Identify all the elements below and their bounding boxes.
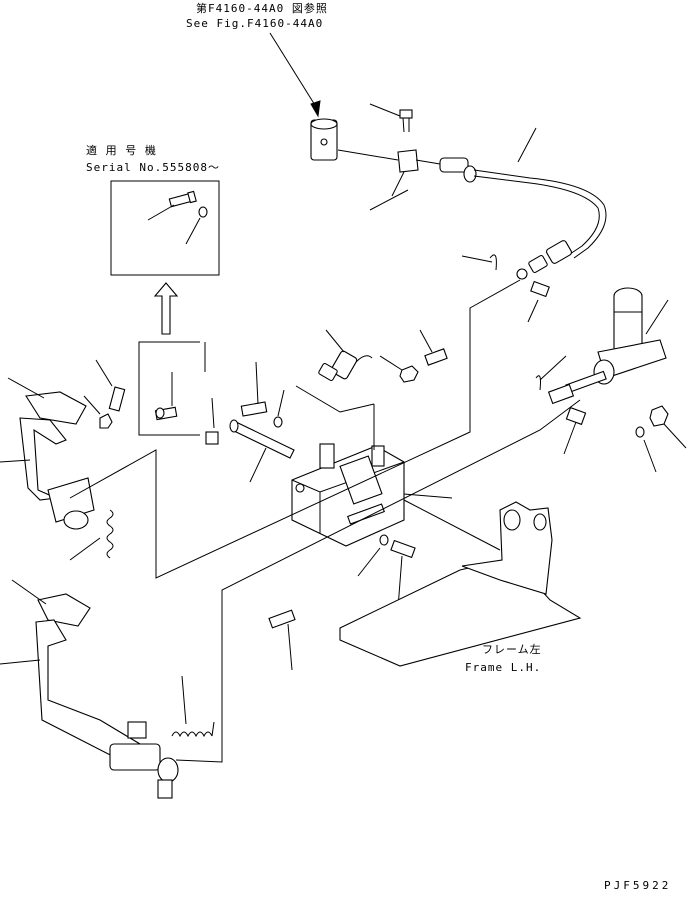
cotter-pin-part — [461, 254, 497, 271]
pedal-bracket-part — [291, 443, 453, 547]
serial-inset-box — [110, 180, 220, 276]
figure-code: PJF5922 — [604, 879, 672, 892]
upgrade-arrow — [153, 282, 179, 335]
frame-lh-part — [339, 499, 582, 667]
leader-lines — [69, 279, 581, 763]
frame-label-jp: フレーム左 — [482, 643, 542, 656]
frame-label-en: Frame L.H. — [465, 661, 542, 674]
pin-part — [369, 103, 413, 133]
washer-part — [635, 426, 657, 473]
cable-clevis-part — [310, 118, 338, 161]
pedal-shaft-part — [229, 419, 295, 483]
shaft-bolt-part — [240, 361, 285, 428]
return-spring-upper — [69, 509, 114, 561]
stopper-bolt-part — [83, 359, 126, 429]
bolt-part — [419, 329, 448, 366]
master-cylinder-part — [565, 287, 669, 394]
serial-applicability-en: Serial No.555808～ — [86, 161, 220, 174]
reference-arrow — [269, 32, 321, 118]
clevis-pin-part — [527, 280, 550, 323]
upper-pedal-part — [0, 377, 95, 530]
return-spring-lower — [171, 675, 215, 738]
lower-pedal-part — [0, 579, 179, 799]
serial-applicability-jp: 適 用 号 機 — [86, 144, 157, 157]
reference-note-jp: 第F4160-44A0 図参照 — [196, 2, 328, 15]
nut-part — [379, 355, 419, 383]
master-cylinder-bolt — [563, 406, 587, 455]
reference-note-en: See Fig.F4160-44A0 — [186, 17, 324, 30]
cable-bracket-part — [337, 149, 419, 211]
lock-nut-part — [649, 405, 687, 449]
push-rod-clevis-part — [535, 355, 575, 405]
lower-bolt-part — [268, 609, 296, 671]
old-parts-inset — [138, 341, 219, 445]
control-cable-part — [415, 127, 607, 280]
switch-part — [318, 329, 373, 382]
